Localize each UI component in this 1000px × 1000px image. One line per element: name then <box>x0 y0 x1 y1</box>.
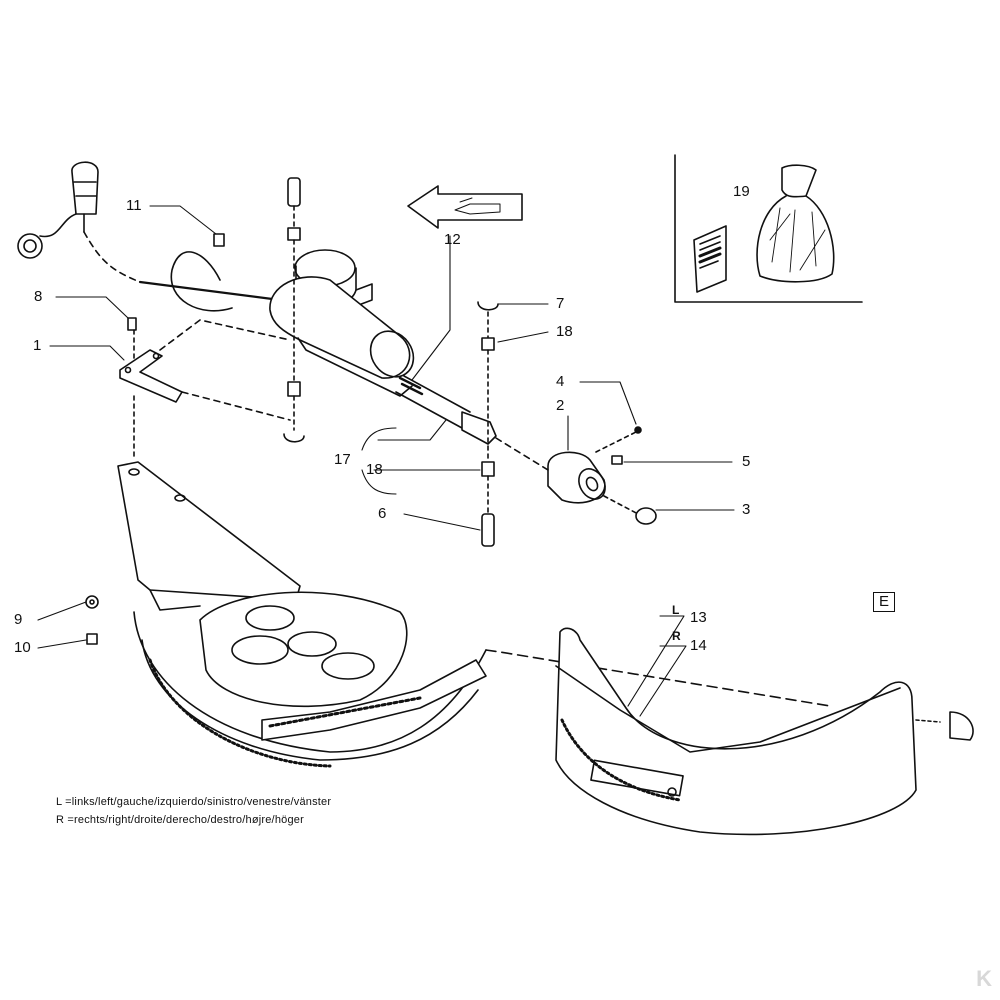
callout-9: 9 <box>14 611 23 628</box>
callout-17: 17 <box>334 451 351 468</box>
callout-11: 11 <box>126 197 142 214</box>
callout-13: 13 <box>690 609 707 626</box>
fasteners <box>85 177 499 645</box>
callout-7: 7 <box>556 295 565 312</box>
callout-14: 14 <box>690 637 707 654</box>
callout-12: 12 <box>444 231 461 248</box>
kit-box <box>674 154 863 303</box>
callout-6: 6 <box>378 505 387 522</box>
callout-18-bottom: 18 <box>366 461 383 478</box>
callout-3: 3 <box>742 501 751 518</box>
callout-19: 19 <box>733 183 750 200</box>
bracket <box>119 317 291 421</box>
legend-right: R =rechts/right/droite/derecho/destro/hø… <box>56 814 304 826</box>
callout-8: 8 <box>34 288 43 305</box>
callout-18-top: 18 <box>556 323 573 340</box>
watermark-logo: K <box>976 966 992 991</box>
callout-10: 10 <box>14 639 31 656</box>
direction-arrow <box>407 185 523 229</box>
guard-base <box>117 461 831 768</box>
callout-4: 4 <box>556 373 565 390</box>
callout-2: 2 <box>556 397 565 414</box>
roller-parts <box>495 426 657 525</box>
parts-bag <box>756 164 835 283</box>
instruction-sheet <box>693 225 727 293</box>
guard-cover <box>555 627 974 836</box>
actuator <box>269 249 497 445</box>
legend-left: L =links/left/gauche/izquierdo/sinistro/… <box>56 796 332 808</box>
leader-lines <box>37 205 735 717</box>
view-label-box: E <box>873 592 895 612</box>
callout-1: 1 <box>33 337 42 354</box>
side-label-right: R <box>672 629 681 643</box>
callout-5: 5 <box>742 453 751 470</box>
side-label-left: L <box>672 603 680 617</box>
cable-assembly <box>17 161 282 312</box>
